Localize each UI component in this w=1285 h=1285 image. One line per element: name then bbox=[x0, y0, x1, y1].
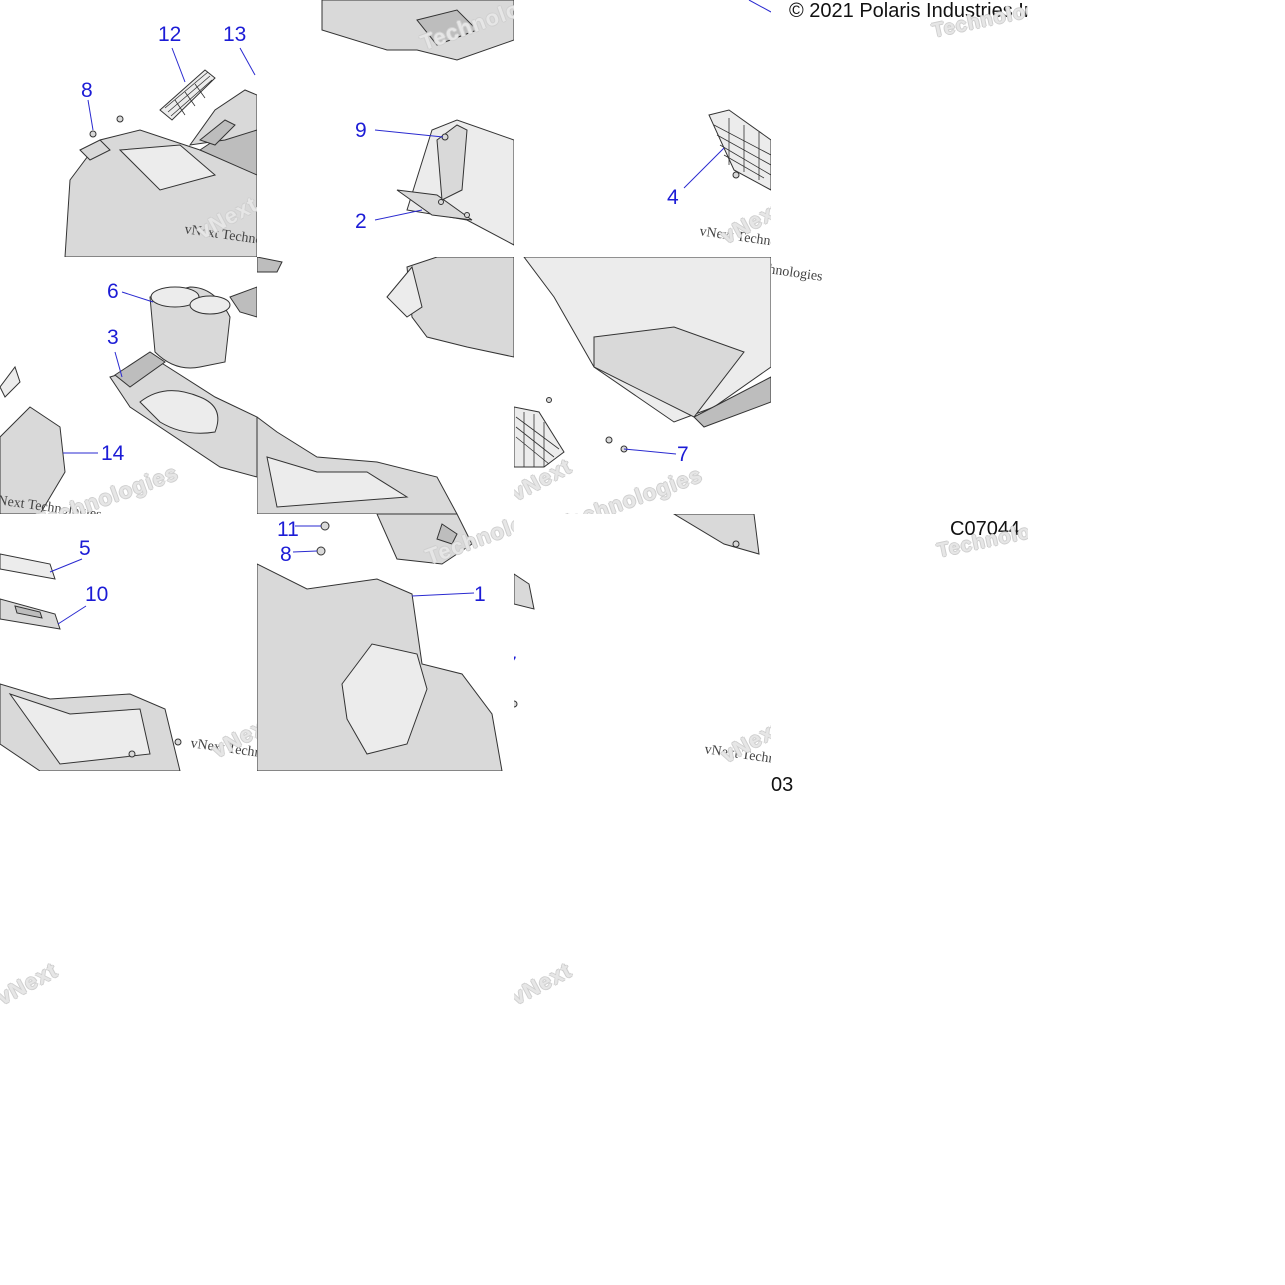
callout-13: 13 bbox=[223, 23, 247, 46]
callout-11: 11 bbox=[277, 518, 299, 541]
callout-8: 8 bbox=[280, 543, 292, 566]
watermark-text: vNext Technologies bbox=[771, 257, 824, 285]
drawing-code: C07044 bbox=[950, 518, 1021, 540]
bracket-top-drawing bbox=[321, 0, 514, 246]
page-number-fragment: 03 bbox=[771, 774, 794, 796]
callout-7: 7 bbox=[677, 443, 689, 466]
callout-10: 10 bbox=[85, 583, 109, 606]
tile-page-fragment: 03 bbox=[771, 771, 1028, 1028]
tile-copyright: © 2021 Polaris Industries Inc. Technolog… bbox=[771, 0, 1028, 257]
side-panel-drawing bbox=[257, 257, 514, 514]
callout-9: 9 bbox=[355, 119, 367, 142]
tile-main-frame: 7 Technologies vNext bbox=[514, 257, 771, 514]
callout-12: 12 bbox=[158, 23, 182, 46]
tile-copyright-suffix: vNext Technologies bbox=[771, 257, 1028, 514]
copyright-text: © 2021 Polaris Industries Inc. bbox=[789, 0, 1028, 22]
callout-7: 7 bbox=[514, 654, 517, 675]
grille-right-drawing bbox=[683, 0, 771, 191]
watermark-ghost: vNext bbox=[0, 957, 62, 1010]
watermark-ghost: vNext bbox=[514, 957, 576, 1010]
tile-cupholder: 6 3 14 vNext Technologies Technologies bbox=[0, 257, 257, 514]
callout-4: 4 bbox=[667, 186, 679, 209]
callout-1: 1 bbox=[474, 583, 486, 606]
tile-drawing-code: C07044 Technologies bbox=[771, 514, 1028, 771]
callout-3: 3 bbox=[107, 326, 119, 349]
callout-2: 2 bbox=[355, 210, 367, 233]
cupholder-drawing bbox=[0, 286, 257, 514]
tile-grille-right: 4 vNext Technologies vNext bbox=[514, 0, 771, 257]
callout-8: 8 bbox=[81, 79, 93, 102]
callout-5: 5 bbox=[79, 537, 91, 560]
main-frame-drawing bbox=[514, 257, 771, 468]
tile-console-front: 12 13 8 vNext Technologies vNext bbox=[0, 0, 257, 257]
tile-bracket-top: 9 2 Technologies bbox=[257, 0, 514, 257]
console-front-drawing bbox=[64, 47, 257, 257]
tile-left-panel: 11 8 1 Technologies bbox=[257, 514, 514, 771]
tile-blank-middle bbox=[257, 771, 514, 1028]
bracket-bottom-drawing bbox=[514, 514, 760, 708]
tile-blank-right: vNext bbox=[514, 771, 771, 1028]
tile-bracket-bottom: 7 vNext Technologies vNext bbox=[514, 514, 771, 771]
callout-6: 6 bbox=[107, 280, 119, 303]
callout-14: 14 bbox=[101, 442, 125, 465]
left-panel-drawing bbox=[257, 514, 503, 771]
tile-covers: 5 10 vNext Technologies vNext bbox=[0, 514, 257, 771]
tile-side-panel bbox=[257, 257, 514, 514]
tile-blank-left: vNext bbox=[0, 771, 257, 1028]
covers-drawing bbox=[0, 553, 182, 771]
